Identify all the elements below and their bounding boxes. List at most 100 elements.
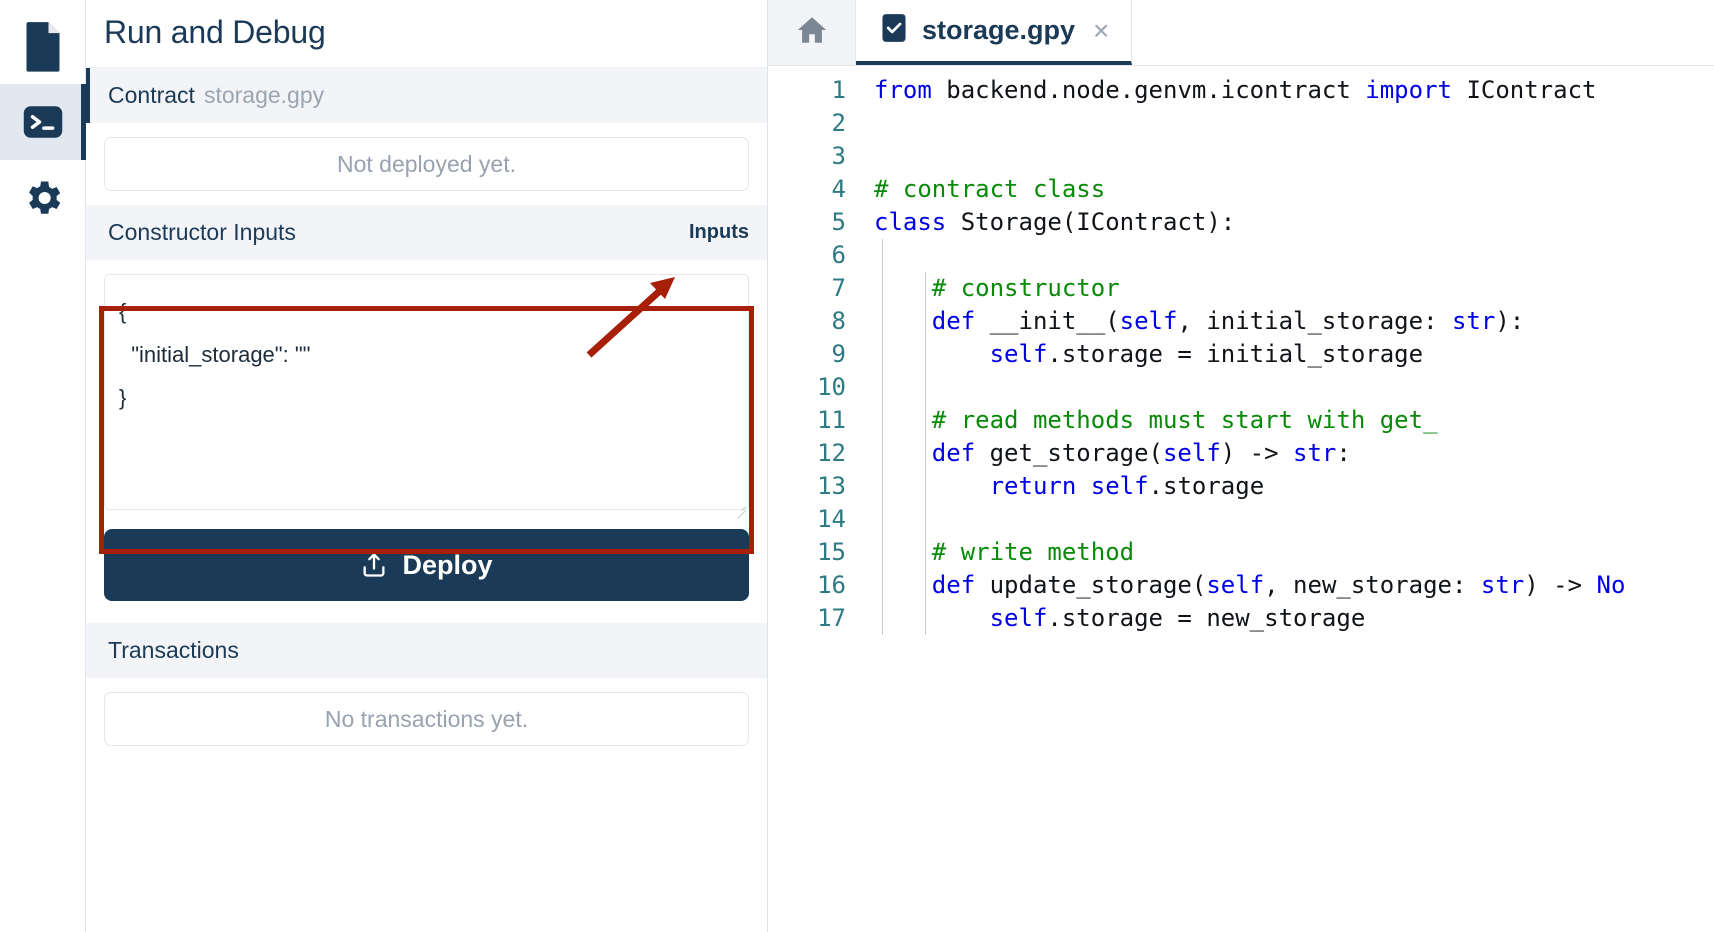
code-token: str [1451, 307, 1496, 335]
line-number: 14 [817, 505, 846, 533]
transactions-heading: Transactions [108, 637, 239, 663]
line-number: 17 [817, 604, 846, 632]
line-number: 6 [831, 241, 846, 269]
code-line [860, 239, 1714, 272]
indent-guide [925, 536, 926, 635]
indent-guide [925, 404, 926, 536]
code-token: self [1090, 472, 1149, 500]
activity-bar [0, 0, 86, 932]
contract-filename: storage.gpy [203, 82, 325, 108]
code-token: update_storage( [989, 571, 1207, 599]
deploy-button[interactable]: Deploy [104, 529, 749, 601]
code-token: ) -> [1524, 571, 1597, 599]
code-token: self [1206, 571, 1265, 599]
code-token [874, 340, 990, 368]
editor-tabbar: storage.gpy × [768, 0, 1714, 66]
line-number: 16 [817, 571, 846, 599]
code-line: # write method [860, 536, 1714, 569]
code-token: return [989, 472, 1091, 500]
code-line: self.storage = initial_storage [860, 338, 1714, 371]
line-number: 13 [817, 472, 846, 500]
line-number: 7 [831, 274, 846, 302]
code-token: class [874, 208, 961, 236]
indent-guide [925, 272, 926, 404]
line-number: 10 [817, 373, 846, 401]
code-line: self.storage = new_storage [860, 602, 1714, 635]
code-line: def get_storage(self) -> str: [860, 437, 1714, 470]
code-token: .storage = initial_storage [1047, 340, 1424, 368]
code-token: Storage(IContract): [960, 208, 1236, 236]
file-check-icon [880, 13, 908, 48]
deploy-button-label: Deploy [402, 549, 493, 580]
annotation-box [99, 306, 754, 554]
tab-storage-gpy[interactable]: storage.gpy × [856, 0, 1133, 65]
run-and-debug-panel: Run and Debug Contract storage.gpy Not de… [86, 0, 768, 932]
code-token: # contract class [874, 175, 1106, 203]
code-token: import [1365, 76, 1467, 104]
code-line [860, 371, 1714, 404]
code-token: # constructor [874, 274, 1120, 302]
code-token: , new_storage: [1264, 571, 1481, 599]
transactions-header: Transactions [86, 623, 767, 678]
terminal-icon [22, 101, 64, 143]
gear-icon [21, 176, 65, 220]
sidebar-item-file-explorer[interactable] [0, 8, 86, 84]
line-number: 3 [831, 142, 846, 170]
code-content[interactable]: from backend.node.genvm.icontract import… [860, 66, 1714, 932]
code-token: , initial_storage: [1177, 307, 1452, 335]
line-number: 15 [817, 538, 846, 566]
code-line: return self.storage [860, 470, 1714, 503]
sidebar-item-run-and-debug[interactable] [0, 84, 86, 160]
code-token: ): [1495, 307, 1525, 335]
home-tab[interactable] [768, 0, 856, 65]
code-token: __init__( [989, 307, 1120, 335]
code-token: get_storage( [989, 439, 1163, 467]
code-token: : [1336, 439, 1351, 467]
code-line: # read methods must start with get_ [860, 404, 1714, 437]
code-line [860, 503, 1714, 536]
code-token: IContract [1466, 76, 1597, 104]
code-token: self [1119, 307, 1178, 335]
code-line: def __init__(self, initial_storage: str)… [860, 305, 1714, 338]
code-line: # contract class [860, 173, 1714, 206]
sidebar-item-settings[interactable] [0, 160, 86, 236]
code-token: str [1293, 439, 1337, 467]
code-line [860, 107, 1714, 140]
inputs-mode-label[interactable]: Inputs [689, 221, 749, 243]
code-token [874, 472, 990, 500]
code-token: from [874, 76, 947, 104]
code-token: # write method [874, 538, 1135, 566]
constructor-inputs-heading: Constructor Inputs [108, 219, 296, 245]
deploy-status: Not deployed yet. [104, 137, 749, 191]
code-line: class Storage(IContract): [860, 206, 1714, 239]
code-line: def update_storage(self, new_storage: st… [860, 569, 1714, 602]
home-icon [795, 13, 829, 52]
indent-guide [882, 239, 883, 635]
file-icon [21, 20, 65, 72]
code-token: backend.node.genvm.icontract [946, 76, 1366, 104]
page-title: Run and Debug [86, 0, 767, 68]
code-token [874, 604, 990, 632]
constructor-inputs-header: Constructor Inputs Inputs [86, 205, 767, 260]
upload-icon [360, 551, 388, 579]
code-token: self [989, 604, 1048, 632]
contract-section-header: Contract storage.gpy [86, 68, 767, 123]
code-line: # constructor [860, 272, 1714, 305]
code-token: # read methods must start with get_ [874, 406, 1438, 434]
line-number: 11 [817, 406, 846, 434]
code-token: str [1480, 571, 1525, 599]
code-token: def [931, 439, 990, 467]
contract-label: Contract [108, 82, 195, 108]
code-token: No [1596, 571, 1626, 599]
line-number: 9 [831, 340, 846, 368]
transactions-empty-message: No transactions yet. [104, 692, 749, 746]
line-number: 1 [831, 76, 846, 104]
close-icon[interactable]: × [1093, 14, 1110, 46]
code-token: self [1162, 439, 1221, 467]
code-token: ) -> [1220, 439, 1294, 467]
tab-label: storage.gpy [922, 15, 1076, 45]
